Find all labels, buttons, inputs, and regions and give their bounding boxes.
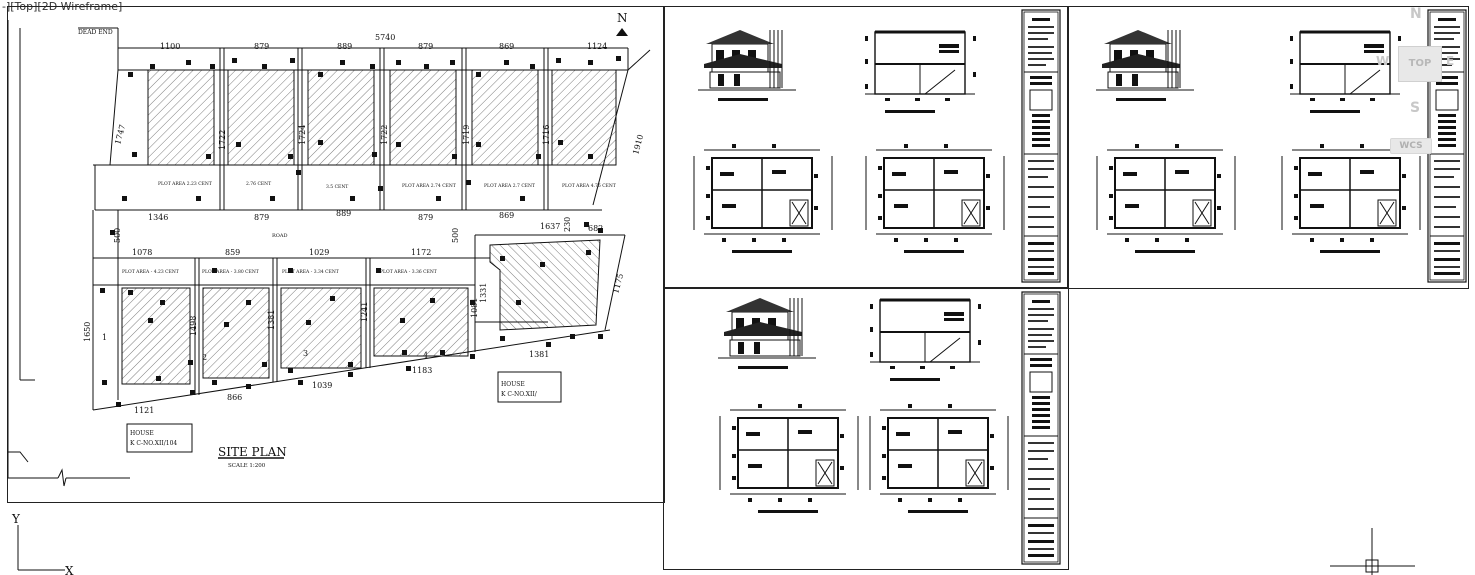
sheet-1-frame xyxy=(663,6,1069,289)
ucs-y-label: Y xyxy=(11,512,21,526)
dim: 1910 xyxy=(631,134,645,156)
sheet-1-drawings xyxy=(693,9,1061,283)
dim: 1175 xyxy=(611,273,625,295)
house-label: HOUSE xyxy=(130,430,154,437)
sheet-2-frame xyxy=(1067,6,1469,289)
dim: 1719 xyxy=(462,125,471,145)
dim: 1724 xyxy=(298,125,307,145)
dim: 879 xyxy=(418,213,433,222)
dim: 1039 xyxy=(312,381,332,390)
crosshair-cursor-icon xyxy=(1330,528,1415,575)
dim: 1716 xyxy=(542,125,551,145)
wcs-label[interactable]: WCS xyxy=(1399,141,1423,151)
dim: 500 xyxy=(451,228,460,243)
dim: 1029 xyxy=(309,248,329,257)
dim: 1081 xyxy=(470,298,479,318)
dim: 1637 xyxy=(540,222,560,231)
dim: 879 xyxy=(254,213,269,222)
north-arrow-icon xyxy=(616,28,628,36)
house-number: K C-NO.XII/104 xyxy=(130,440,177,447)
house-label: HOUSE xyxy=(501,381,525,388)
site-plan-scale: SCALE 1:200 xyxy=(228,463,266,469)
dim: 1747 xyxy=(113,124,127,146)
site-plan xyxy=(7,20,651,487)
dim: 1722 xyxy=(218,130,227,150)
road-label: ROAD xyxy=(272,233,287,239)
dim: 1121 xyxy=(134,406,154,415)
viewcube-top-label[interactable]: TOP xyxy=(1408,58,1432,69)
viewcube[interactable]: N W TOP E S WCS xyxy=(1376,6,1454,154)
dim: 1346 xyxy=(148,213,168,222)
dim: 1078 xyxy=(132,248,152,257)
plot-area-label: PLOT AREA - 3.36 CENT xyxy=(380,269,437,275)
plot-area-label: 3.5 CENT xyxy=(326,184,348,190)
dim: 889 xyxy=(337,42,352,51)
dim: 1722 xyxy=(380,125,389,145)
dim: 682 xyxy=(588,224,603,233)
dim: 1241 xyxy=(360,302,369,322)
viewcube-w-label[interactable]: W xyxy=(1376,54,1390,68)
viewcube-top-face[interactable]: TOP xyxy=(1398,46,1442,82)
north-label: N xyxy=(617,11,628,25)
dim: 879 xyxy=(418,42,433,51)
house-number: K C-NO.XII/ xyxy=(501,391,538,398)
dim: 500 xyxy=(113,228,122,243)
dim: 1331 xyxy=(479,283,488,303)
viewcube-n-label[interactable]: N xyxy=(1410,6,1422,22)
plot-number: 3 xyxy=(303,349,308,358)
plot-area-label: PLOT AREA - 3.80 CENT xyxy=(202,269,259,275)
dim: 1100 xyxy=(160,42,180,51)
plot-area-label: PLOT AREA 2.23 CENT xyxy=(158,181,212,187)
plot-area-label: PLOT AREA 4.76 CENT xyxy=(562,183,616,189)
sheet-3-drawings xyxy=(717,291,1061,565)
plot-number: 1 xyxy=(102,333,107,342)
plot-number: 4 xyxy=(423,351,428,360)
dim: 866 xyxy=(227,393,242,402)
dim: 1381 xyxy=(267,310,276,330)
viewcube-e-label[interactable]: E xyxy=(1446,54,1455,68)
wcs-button[interactable]: WCS xyxy=(1390,138,1432,154)
plot-area-label: PLOT AREA 2.74 CENT xyxy=(402,183,456,189)
ucs-icon xyxy=(17,525,65,571)
dim: 1650 xyxy=(83,322,92,342)
dim: 1124 xyxy=(587,42,607,51)
ucs-x-label: X xyxy=(65,564,74,575)
plot-area-label: PLOT AREA 2.7 CENT xyxy=(484,183,535,189)
dead-end-label: DEAD END xyxy=(78,29,113,36)
dim: 1381 xyxy=(529,350,549,359)
dim: 869 xyxy=(499,211,514,220)
plot-area-label: PLOT AREA - 3.34 CENT xyxy=(282,269,339,275)
plot-area-label: PLOT AREA - 4.23 CENT xyxy=(122,269,179,275)
dim: 230 xyxy=(563,217,572,232)
sheet-3-frame xyxy=(663,287,1069,570)
dim: 889 xyxy=(336,209,351,218)
dim: 879 xyxy=(254,42,269,51)
dim: 1498 xyxy=(189,316,198,336)
dim: 1183 xyxy=(412,366,432,375)
dim: 869 xyxy=(499,42,514,51)
top-total-dim: 5740 xyxy=(375,33,395,42)
plot-area-label: 2.76 CENT xyxy=(246,181,271,187)
viewcube-s-label[interactable]: S xyxy=(1410,100,1421,116)
site-plan-markers xyxy=(100,56,621,407)
plot-number: 2 xyxy=(202,353,207,362)
dim: 859 xyxy=(225,248,240,257)
dim: 1172 xyxy=(411,248,431,257)
site-plan-title: SITE PLAN xyxy=(218,445,287,459)
